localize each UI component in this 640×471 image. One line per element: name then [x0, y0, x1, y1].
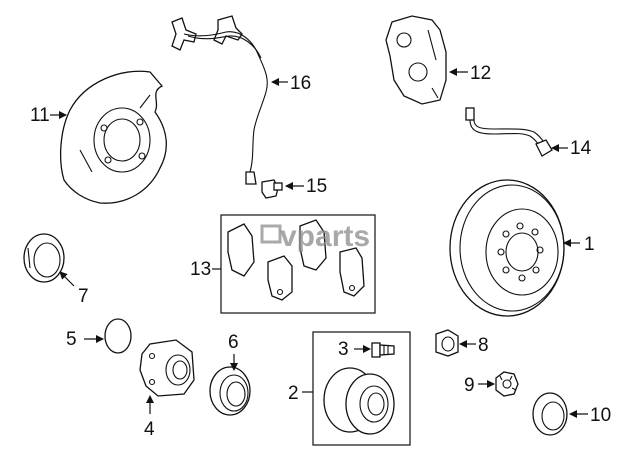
bearing-part-6[interactable] — [209, 366, 251, 416]
seal-part-7[interactable] — [23, 233, 65, 283]
vparts-watermark: vparts — [260, 220, 370, 253]
wheel-stud-part-3[interactable] — [371, 342, 395, 358]
callout-12: 12 — [449, 63, 491, 84]
callout-3-label: 3 — [338, 339, 349, 360]
brake-pad-kit-part-13[interactable] — [220, 214, 376, 314]
callout-10-label: 10 — [590, 405, 611, 426]
callout-4-label: 4 — [144, 419, 155, 440]
hub-part-4[interactable] — [139, 339, 195, 397]
pad-kit-box — [220, 214, 376, 314]
callout-6: 6 — [228, 332, 239, 371]
callout-16: 16 — [271, 73, 311, 94]
callout-8-label: 8 — [478, 335, 489, 356]
callout-3: 3 — [338, 339, 371, 360]
callout-12-label: 12 — [470, 63, 491, 84]
callout-4: 4 — [144, 395, 155, 440]
callout-2-label: 2 — [288, 383, 299, 404]
o-ring-part-5[interactable] — [104, 318, 132, 354]
callout-11-label: 11 — [30, 105, 50, 126]
caliper-part-12[interactable] — [385, 15, 447, 105]
callout-10: 10 — [569, 405, 611, 426]
dust-shield-part-11[interactable] — [60, 70, 167, 204]
callout-16-label: 16 — [290, 73, 311, 94]
abs-wire-part-16[interactable] — [171, 15, 268, 185]
watermark-text: vparts — [280, 220, 370, 253]
lock-nut-part-9[interactable] — [495, 371, 519, 397]
hub-assembly-part-2[interactable] — [312, 331, 411, 446]
callout-15-label: 15 — [306, 176, 327, 197]
callout-15: 15 — [285, 176, 327, 197]
callout-5-label: 5 — [66, 329, 77, 350]
abs-sensor-part-15[interactable] — [261, 179, 283, 199]
callout-14-label: 14 — [570, 138, 592, 159]
callout-7-label: 7 — [78, 286, 89, 307]
callout-5: 5 — [66, 329, 104, 350]
callout-2: 2 — [288, 383, 313, 404]
callout-9-label: 9 — [464, 375, 475, 396]
callout-8: 8 — [459, 335, 489, 356]
callout-13: 13 — [190, 259, 221, 280]
lug-nut-part-8[interactable] — [435, 329, 459, 357]
callout-7-leader — [59, 271, 75, 287]
watermark-logo-mark — [260, 224, 282, 244]
callout-11: 11 — [30, 105, 67, 126]
callout-13-label: 13 — [190, 259, 211, 280]
callout-9: 9 — [464, 375, 495, 396]
callout-1-label: 1 — [584, 234, 595, 255]
callout-7: 7 — [59, 271, 89, 307]
callout-6-label: 6 — [228, 332, 239, 353]
brake-rotor-part-1[interactable] — [449, 179, 565, 317]
hub-assembly-box — [312, 331, 411, 446]
callout-14: 14 — [551, 138, 592, 159]
callout-1: 1 — [563, 234, 595, 255]
brake-hose-part-14[interactable] — [465, 107, 553, 157]
grease-cap-part-10[interactable] — [532, 392, 568, 436]
